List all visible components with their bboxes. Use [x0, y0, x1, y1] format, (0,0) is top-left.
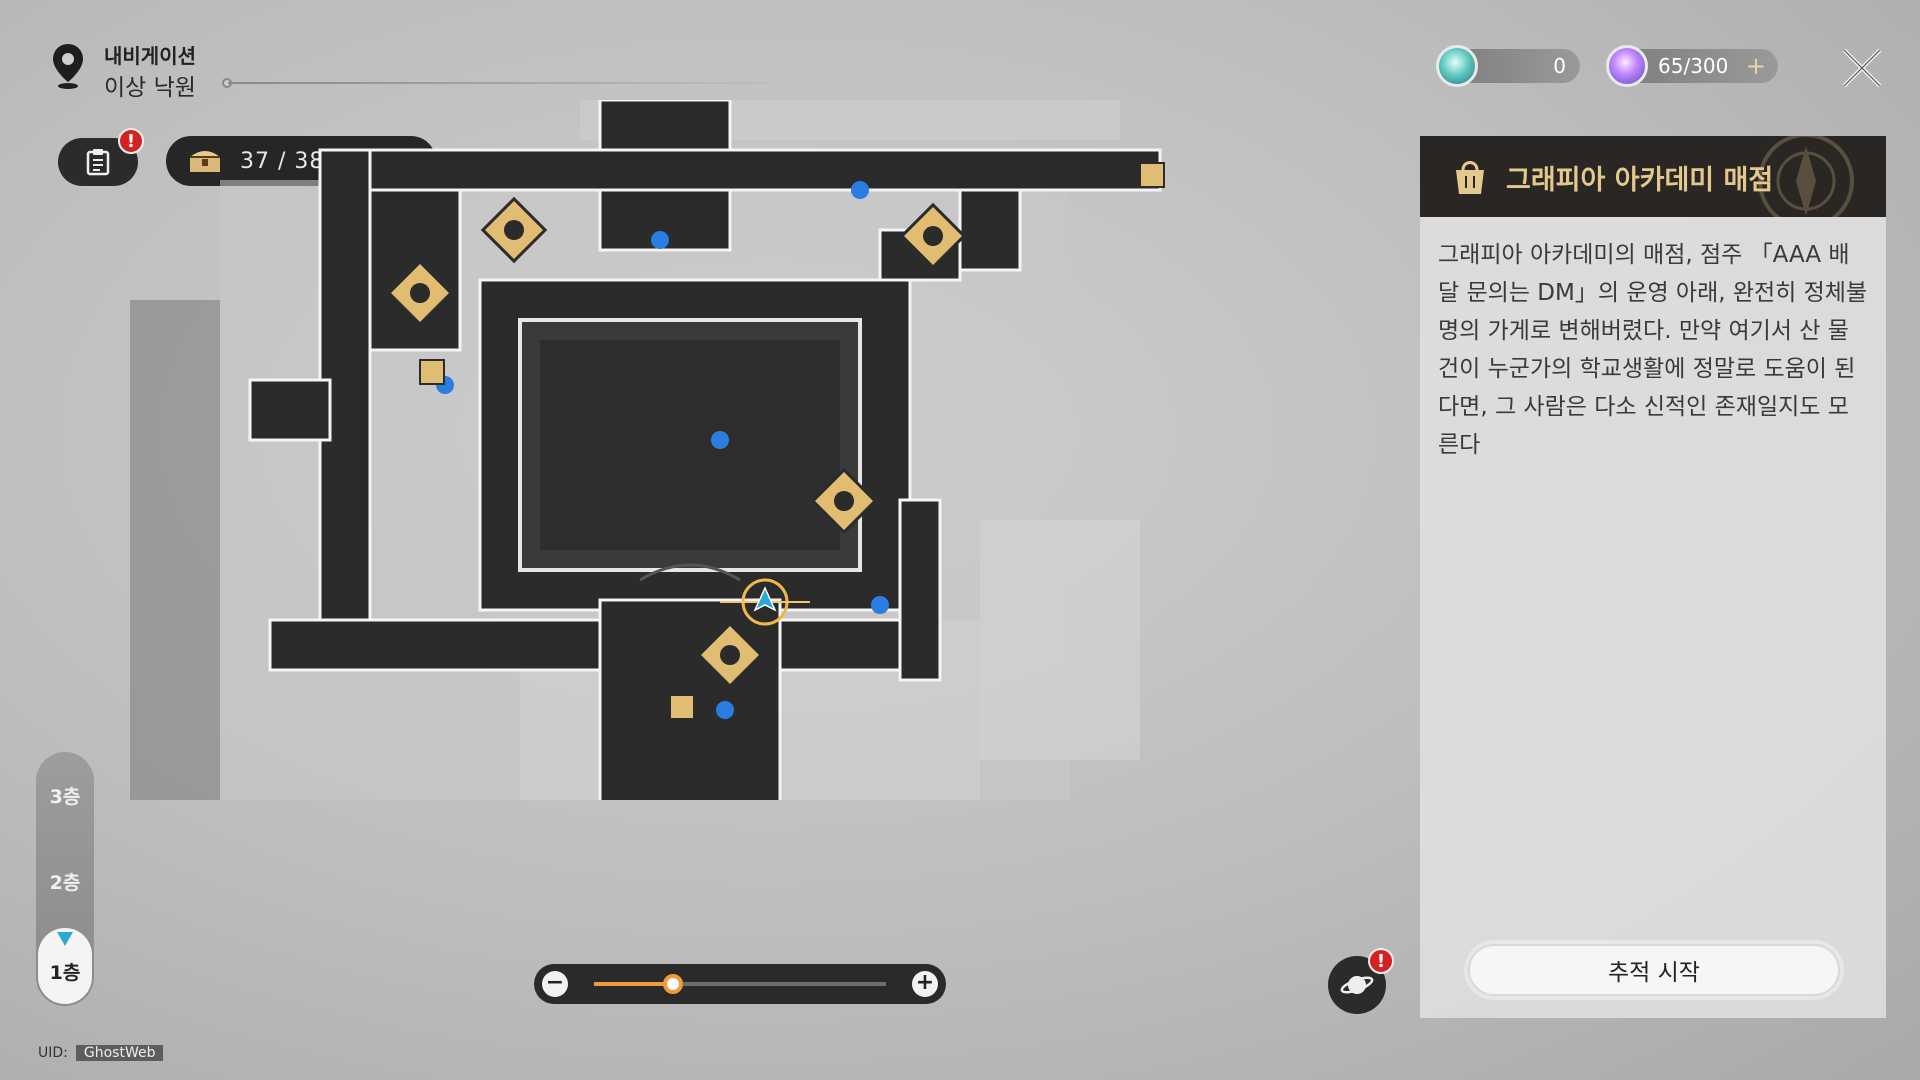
shop-marker[interactable]	[810, 467, 878, 535]
floor-selector: 3층 2층 1층	[36, 752, 94, 1006]
courtyard-inner	[540, 340, 840, 550]
floor-1-label: 1층	[49, 962, 81, 984]
shop-marker[interactable]	[480, 196, 548, 264]
treasure-chest-icon	[190, 151, 220, 172]
floor-3-button[interactable]: 3층	[49, 786, 81, 808]
zoom-slider-fill	[594, 982, 673, 986]
academy-emblem-icon	[1758, 136, 1854, 217]
zoom-control: − +	[534, 964, 946, 1004]
close-icon[interactable]	[1840, 46, 1884, 90]
location-name: 이상 낙원	[104, 75, 196, 101]
courtyard-arch	[639, 563, 741, 582]
uid-label: UID:	[38, 1045, 68, 1061]
uid-value: GhostWeb	[75, 1045, 164, 1061]
panel-title: 그래피아 아카데미 매점	[1506, 165, 1774, 196]
current-floor-indicator-icon	[57, 932, 73, 946]
player-position-marker	[720, 578, 810, 626]
area-map[interactable]	[120, 100, 1220, 800]
mission-alert-badge: !	[118, 128, 144, 154]
zoom-in-button[interactable]: +	[912, 971, 938, 997]
floor-1-button[interactable]: 1층	[38, 928, 92, 1004]
navigation-label: 내비게이션	[104, 44, 196, 68]
map-pin-icon	[53, 44, 83, 89]
shop-marker[interactable]	[696, 621, 764, 689]
add-resource-button[interactable]: +	[1745, 52, 1766, 80]
zoom-slider-handle[interactable]	[663, 974, 683, 994]
location-info-panel: 그래피아 아카데미 매점 그래피아 아카데미의 매점, 점주 「AAA 배달 문…	[1420, 136, 1886, 1018]
chest-count: 37 / 38	[240, 148, 325, 174]
star-orb-icon	[1436, 45, 1478, 87]
panel-description: 그래피아 아카데미의 매점, 점주 「AAA 배달 문의는 DM」의 운영 아래…	[1438, 242, 1868, 458]
resource-2-value: 65/300	[1658, 54, 1729, 78]
header-divider	[228, 82, 808, 84]
navigation-header: 내비게이션 이상 낙원	[50, 38, 810, 101]
floor-2-button[interactable]: 2층	[49, 872, 81, 894]
planet-icon	[1340, 976, 1374, 994]
puzzle-marker[interactable]	[1139, 162, 1165, 188]
shop-marker[interactable]	[386, 259, 454, 327]
shop-marker[interactable]	[899, 202, 967, 270]
zoom-slider-track[interactable]	[594, 974, 886, 994]
resource-1-value: 0	[1553, 54, 1566, 78]
start-tracking-button[interactable]: 추적 시작	[1468, 944, 1840, 996]
exit-marker[interactable]	[419, 359, 695, 720]
shopping-bag-icon	[1456, 161, 1484, 194]
clipboard-icon	[86, 149, 110, 176]
zoom-out-button[interactable]: −	[542, 971, 568, 997]
power-orb-icon	[1606, 45, 1648, 87]
uid-display: UID: GhostWeb	[38, 1045, 164, 1061]
world-alert-badge: !	[1368, 948, 1394, 974]
panel-header: 그래피아 아카데미 매점	[1420, 136, 1886, 217]
